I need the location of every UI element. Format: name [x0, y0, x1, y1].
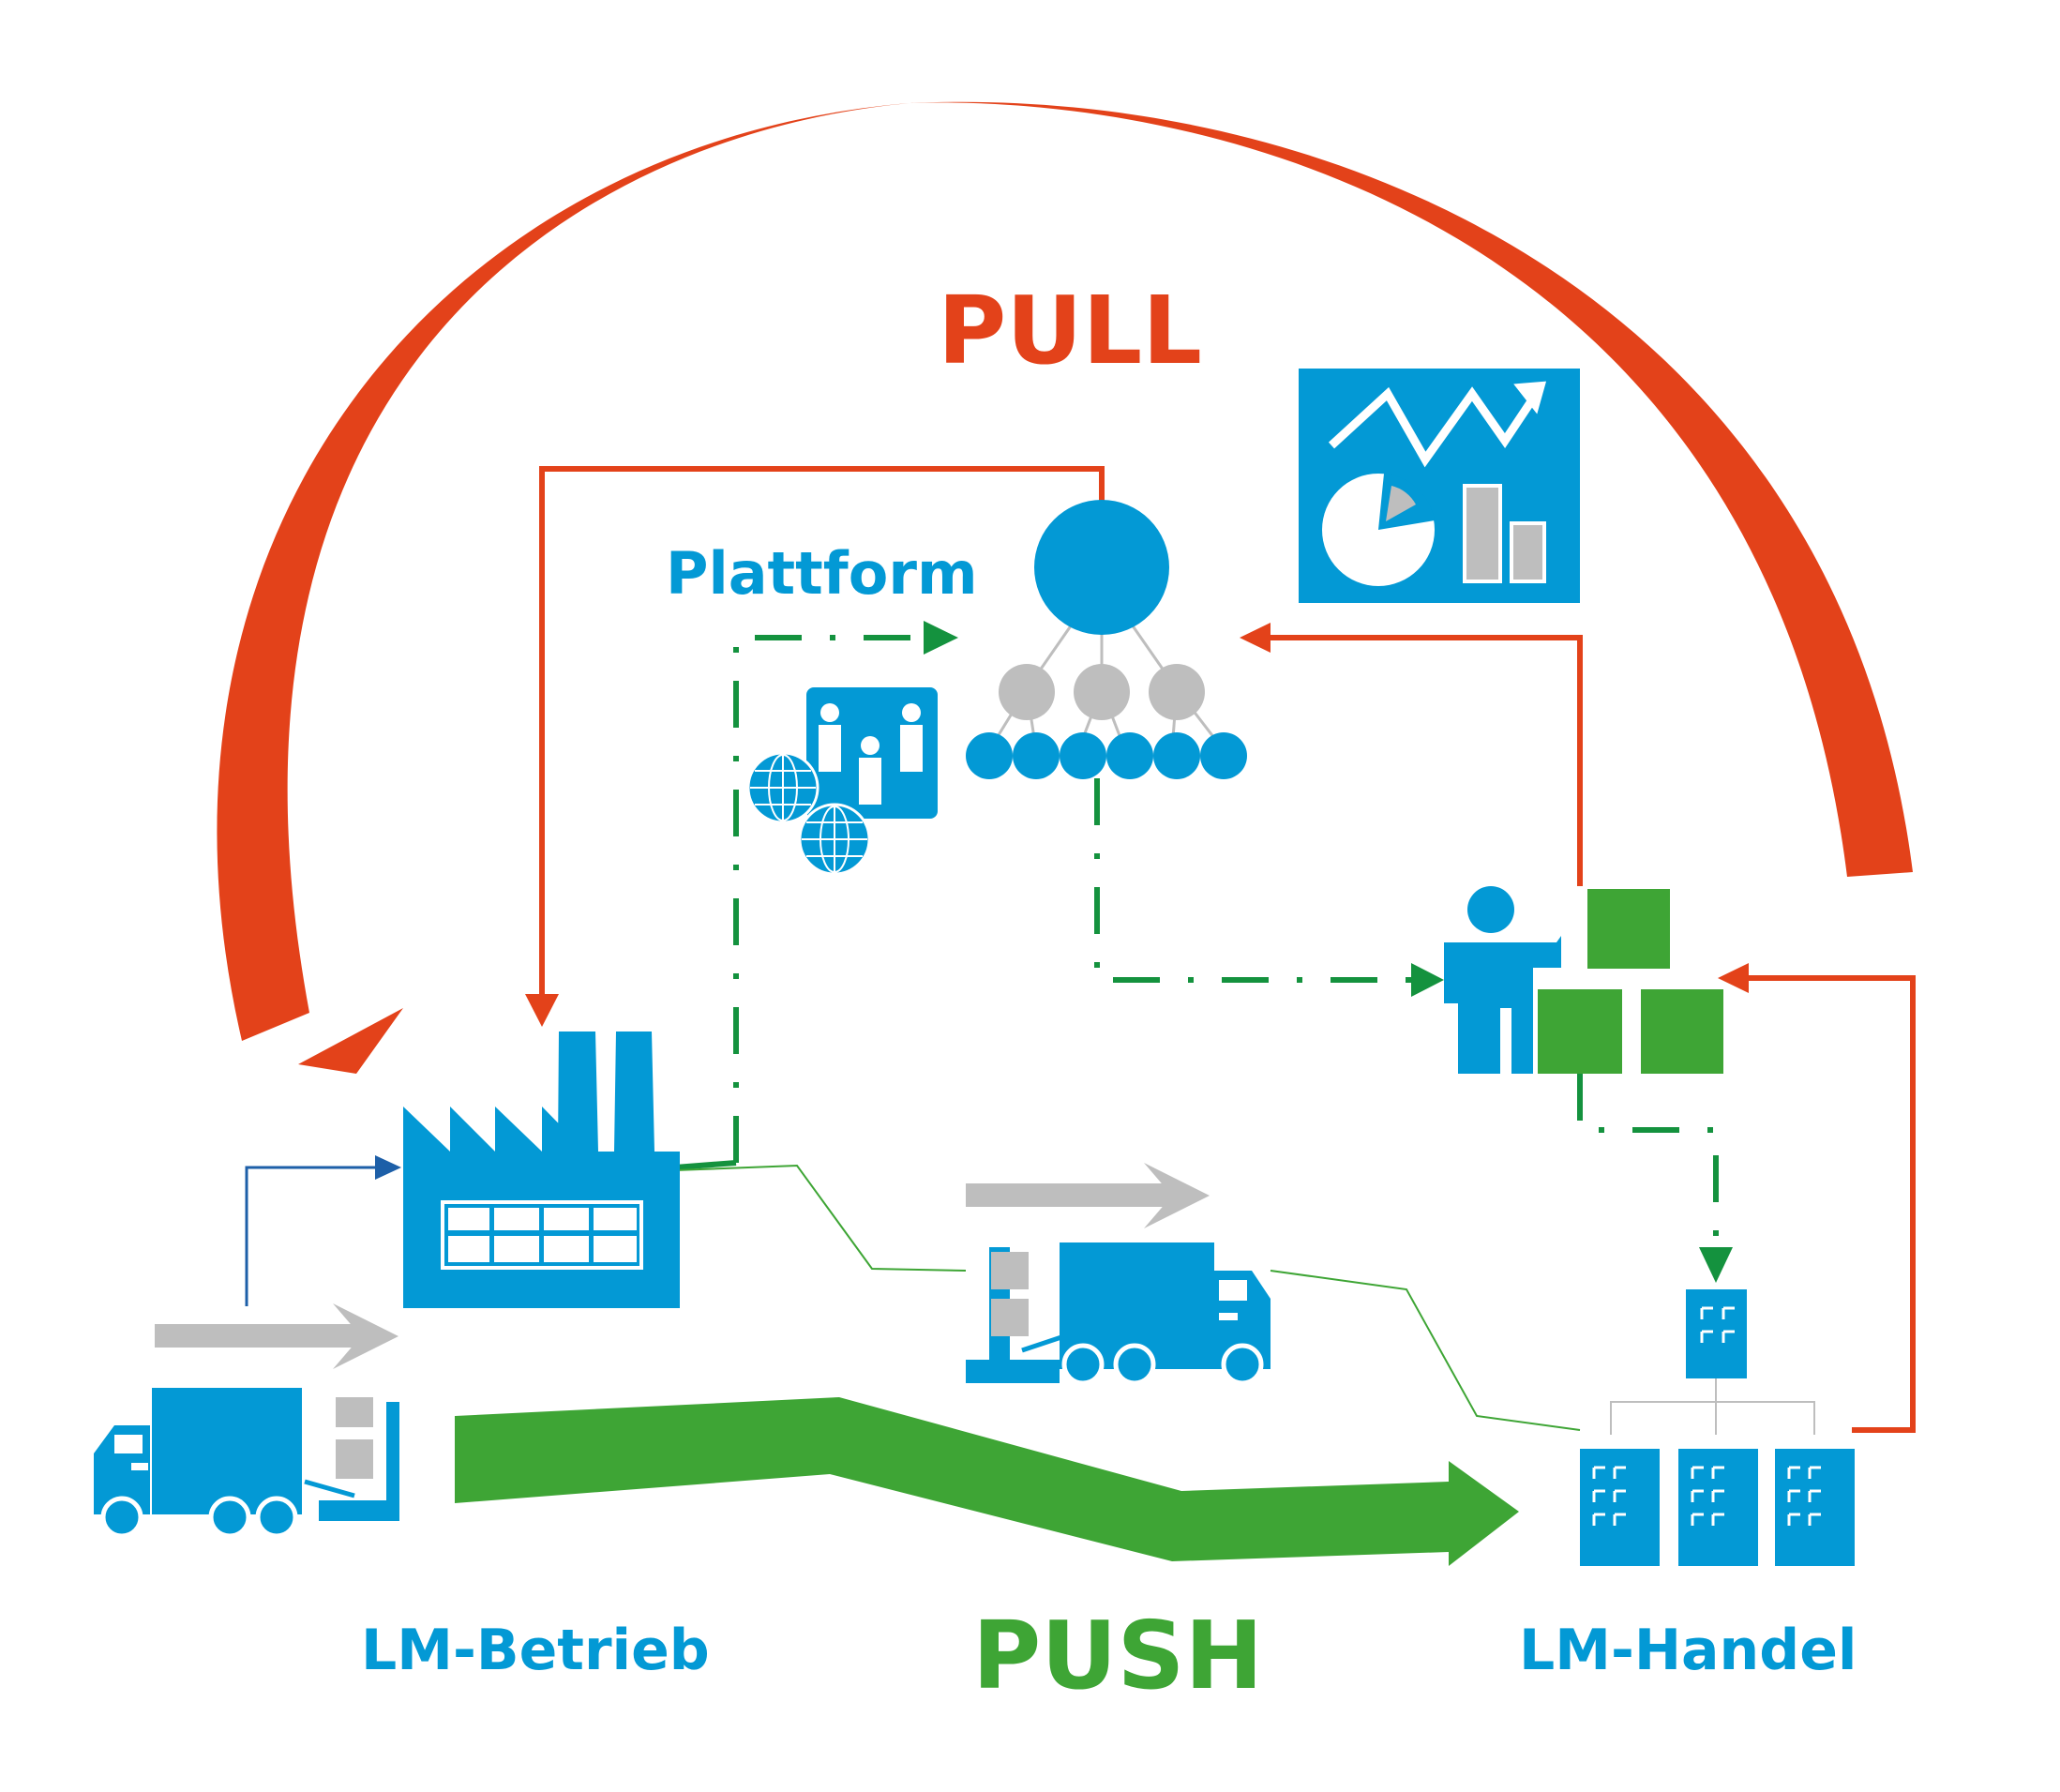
pull-label: PULL	[938, 276, 1202, 385]
gray-arrow-left	[155, 1303, 398, 1369]
warehouse-shelf-icon	[304, 1397, 399, 1521]
lm-betrieb-label: LM-Betrieb	[361, 1618, 710, 1683]
information-arrowheads	[924, 621, 1733, 1283]
factory-icon	[403, 1032, 680, 1308]
material-flow-lines	[674, 1164, 1581, 1431]
presenter-icon	[1444, 886, 1723, 1074]
globe-icon	[746, 751, 819, 824]
community-globe-icon	[746, 687, 938, 876]
delivery-truck-icon	[94, 1388, 302, 1539]
delivery-truck-icon	[966, 1242, 1271, 1386]
push-band	[455, 1397, 1519, 1566]
gray-arrow-middle	[966, 1163, 1210, 1228]
supply-to-factory-arrow	[245, 1155, 401, 1306]
globe-icon	[798, 803, 871, 876]
retail-stores-icon	[1580, 1289, 1855, 1566]
analytics-dashboard-icon	[1299, 369, 1580, 603]
platform-network-icon	[966, 500, 1247, 779]
pull-arc	[217, 101, 1913, 1074]
push-label: PUSH	[972, 1601, 1263, 1710]
plattform-label: Plattform	[666, 539, 978, 608]
information-lines	[733, 635, 1719, 1247]
lm-handel-label: LM-Handel	[1519, 1618, 1857, 1683]
pull-feedback-lines	[525, 466, 1916, 1433]
